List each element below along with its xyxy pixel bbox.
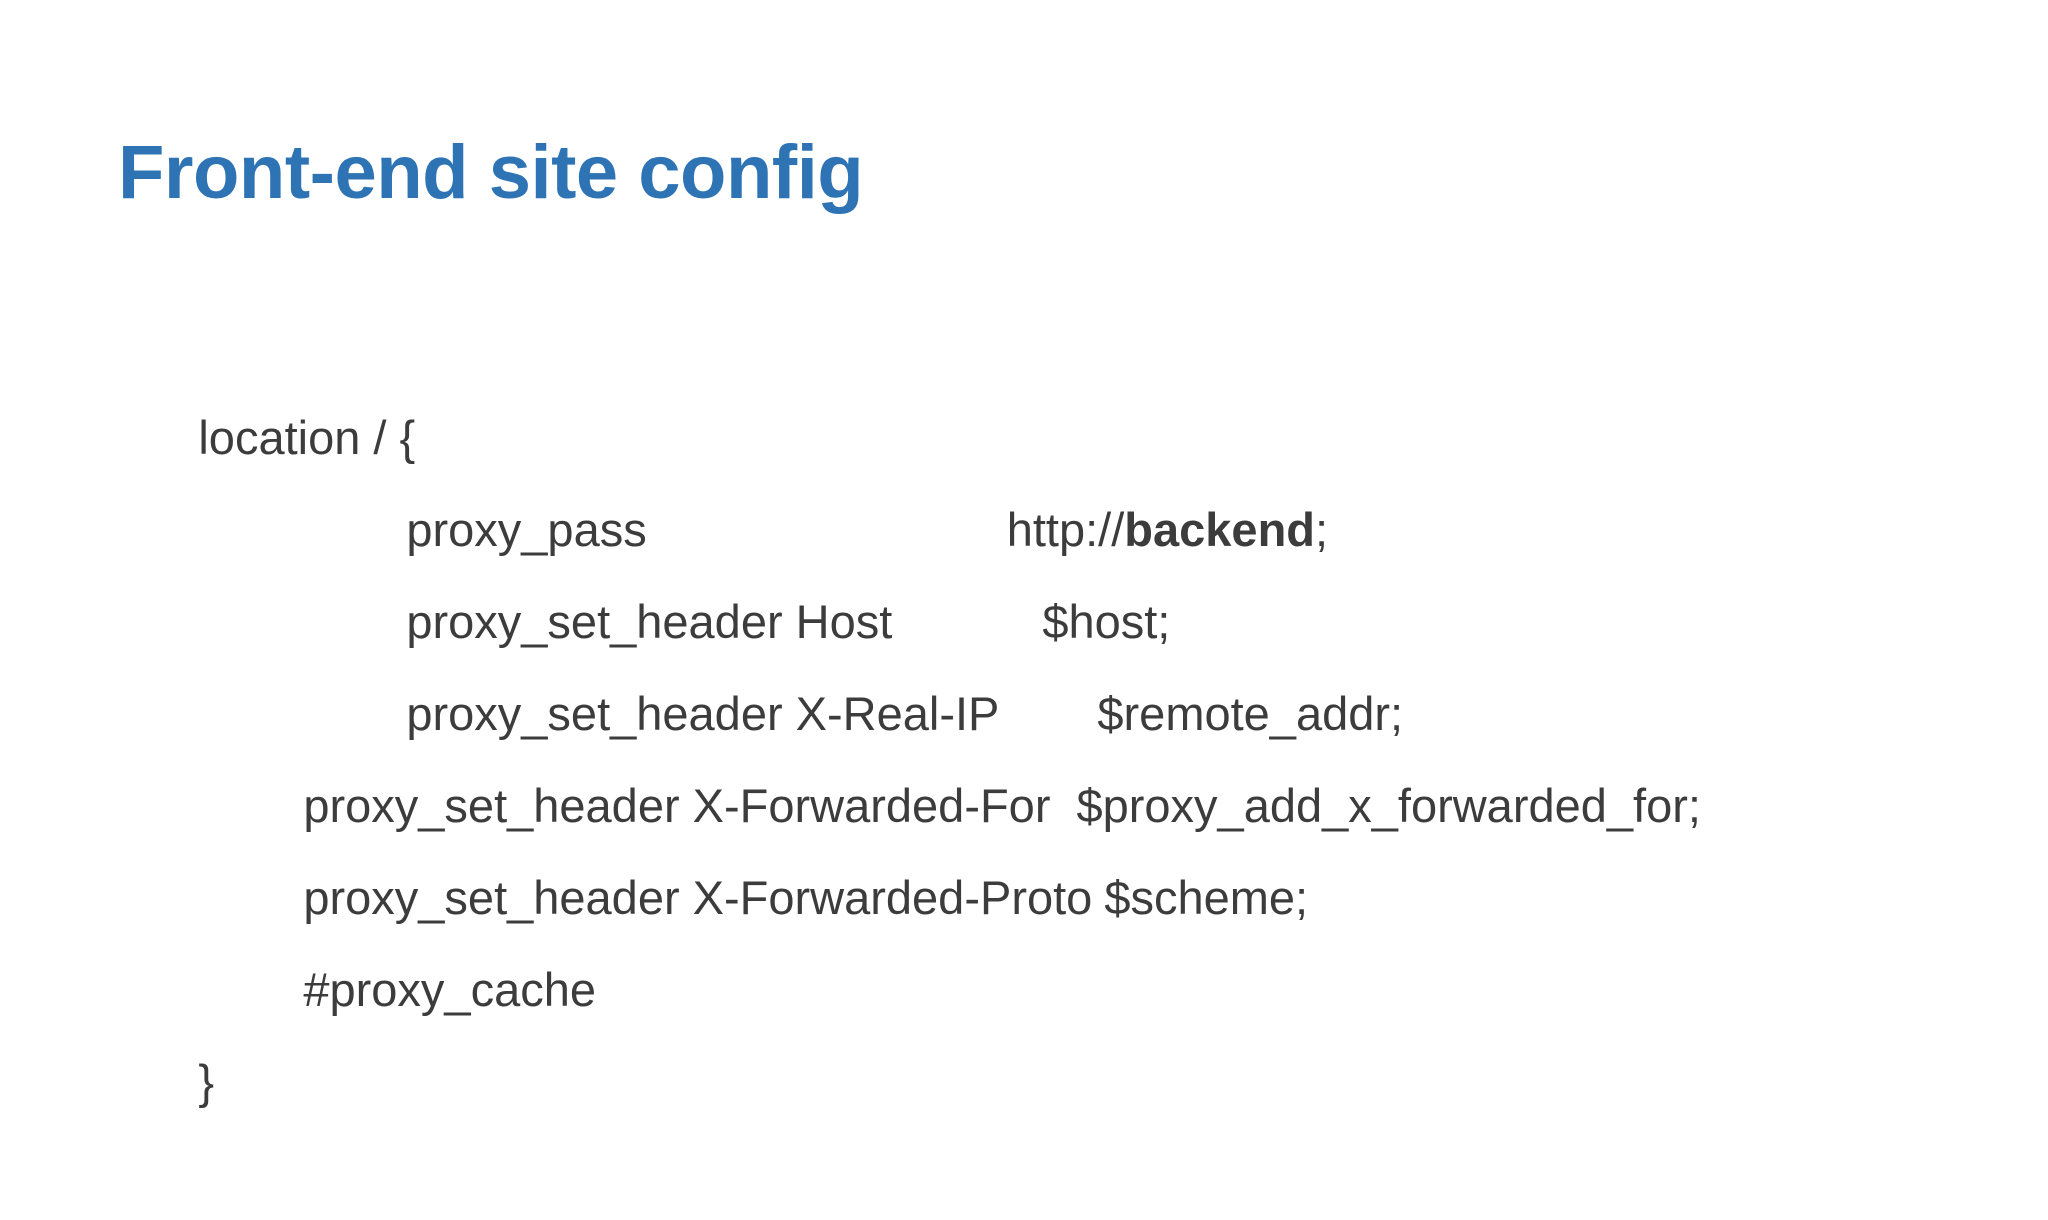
code-line-proxy-set-header-x-real-ip: proxy_set_header X-Real-IP $remote_addr; (0, 576, 2048, 740)
page-title: Front-end site config (118, 129, 864, 215)
code-token-semicolon: ; (1314, 503, 1329, 556)
code-token-directive-x-forwarded-for: proxy_set_header X-Forwarded-For (303, 779, 1051, 832)
code-token-directive-x-real-ip: proxy_set_header X-Real-IP (406, 687, 1000, 740)
code-token-directive-x-forwarded-proto: proxy_set_header X-Forwarded-Proto (303, 871, 1093, 924)
code-token-directive-proxy-pass: proxy_pass (406, 503, 647, 556)
code-token-value-scheme: http:// (1006, 503, 1125, 556)
code-token-value-host: $host; (1042, 595, 1171, 648)
code-token-close-brace: } (198, 1055, 215, 1108)
code-line-location-open: location / { (0, 300, 2048, 464)
code-token-value-backend: backend (1124, 503, 1315, 556)
code-line-proxy-set-header-x-forwarded-proto: proxy_set_header X-Forwarded-Proto$schem… (0, 760, 2048, 924)
code-token-value-remote-addr: $remote_addr; (1097, 687, 1404, 740)
code-token-location: location / { (198, 411, 416, 464)
code-line-proxy-set-header-x-forwarded-for: proxy_set_header X-Forwarded-For $proxy_a… (0, 668, 2048, 832)
code-token-value-proxy-add-x-forwarded-for: $proxy_add_x_forwarded_for; (1076, 779, 1701, 832)
code-line-proxy-pass: proxy_pass http://backend; (0, 392, 2048, 556)
code-line-proxy-cache-comment: #proxy_cache (0, 852, 2048, 1016)
code-line-location-close: } (0, 944, 2048, 1108)
code-line-proxy-set-header-host: proxy_set_header Host $host; (0, 484, 2048, 648)
code-token-comment-proxy-cache: #proxy_cache (303, 963, 596, 1016)
code-token-directive-host: proxy_set_header Host (406, 595, 893, 648)
slide-canvas: Front-end site config location / { proxy… (0, 129, 2048, 1108)
code-token-value-scheme: $scheme; (1104, 871, 1309, 924)
code-block: location / { proxy_pass http://backend; p… (0, 300, 2048, 1108)
